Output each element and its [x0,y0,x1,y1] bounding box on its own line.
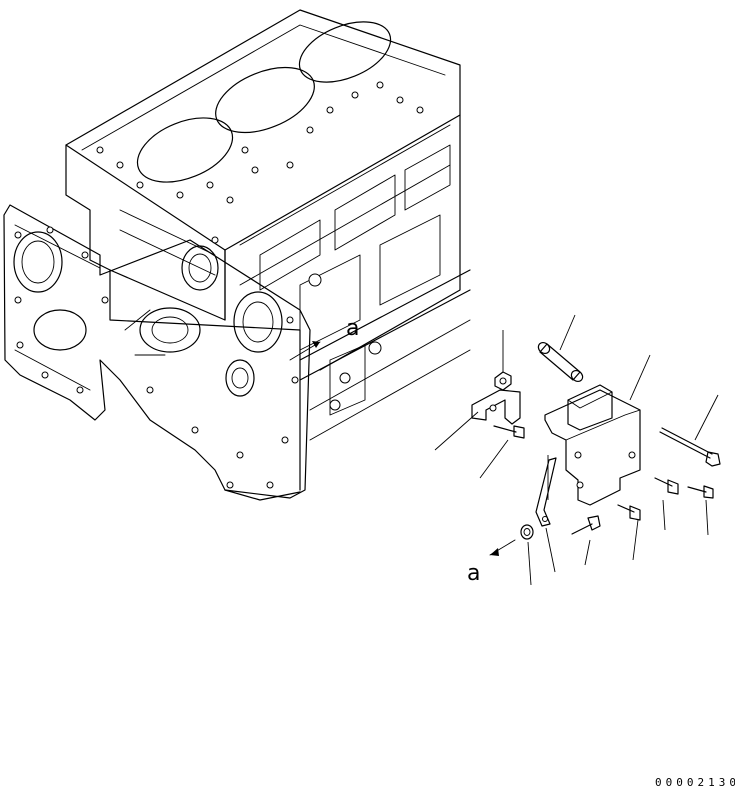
engine-block [65,9,471,491]
bolt-3 [687,485,714,499]
view-label-a-bottom: a [467,561,480,586]
view-arrow-lower: a [467,539,516,586]
housing-holes [14,226,299,489]
bolt-4 [617,504,641,521]
strap [535,457,557,527]
view-label-a-top: a [346,316,359,341]
long-bolt [659,427,721,467]
drawing-code: 00002130 [655,776,735,789]
bolt-1 [493,425,525,439]
main-bracket [544,384,641,506]
gear-housing [3,204,311,501]
nut [494,371,512,391]
view-arrow-block: a [289,316,359,361]
washer [520,524,534,540]
deck-holes [96,81,424,204]
bolt-5 [571,515,601,535]
small-bracket [471,389,521,425]
bolt-2 [654,477,679,495]
leader-lines [434,314,719,586]
spacer-pipe [537,341,584,383]
